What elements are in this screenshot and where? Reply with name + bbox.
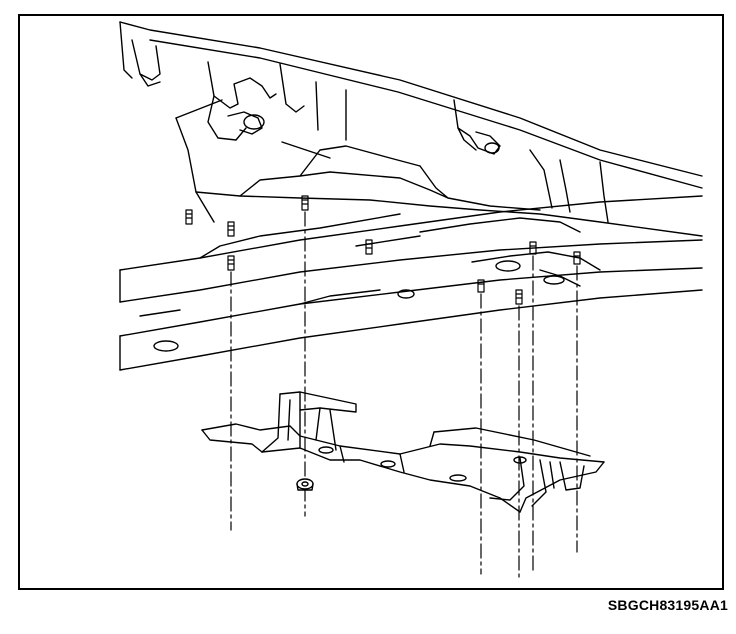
alignment-lines <box>230 211 578 579</box>
vehicle-underbody <box>119 21 703 237</box>
bolt <box>185 195 581 305</box>
figure-code: SBGCH83195AA1 <box>607 597 728 613</box>
frame-rail <box>119 195 703 371</box>
skid-plate-bracket <box>201 391 605 513</box>
diagram-frame <box>18 14 724 590</box>
nut <box>296 478 314 491</box>
